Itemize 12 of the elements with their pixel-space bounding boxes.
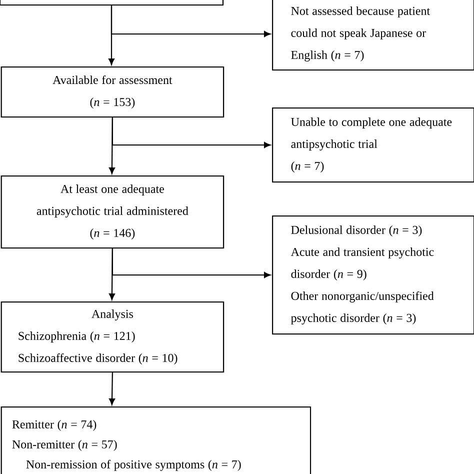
process-box: At least one adequate antipsychotic trial administered (n = 146) — [0, 175, 224, 249]
process-box: Available for assessment (n = 153) — [0, 66, 224, 118]
process-box — [0, 0, 224, 6]
arrow — [110, 6, 271, 37]
arrow — [109, 372, 116, 406]
process-box: Not assessed because patient could not speak Japanese or English (n = 7) — [272, 0, 474, 71]
process-box: Remitter (n = 74) Non-remitter (n = 57) Non-remission of positive symptoms (n = 7) — [0, 406, 312, 474]
process-box: Analysis Schizophrenia (n = 121) Schizoaffective disorder (n = 10) — [0, 301, 224, 373]
process-box: Unable to complete one adequate antipsychotic trial (n = 7) — [272, 107, 474, 183]
arrow — [112, 118, 271, 148]
process-box: Delusional disorder (n = 3) Acute and transient psychotic disorder (n = 9) Other nonorganic/unspecified psychotic disorder (n = 3) — [272, 215, 474, 335]
arrow — [112, 248, 271, 278]
